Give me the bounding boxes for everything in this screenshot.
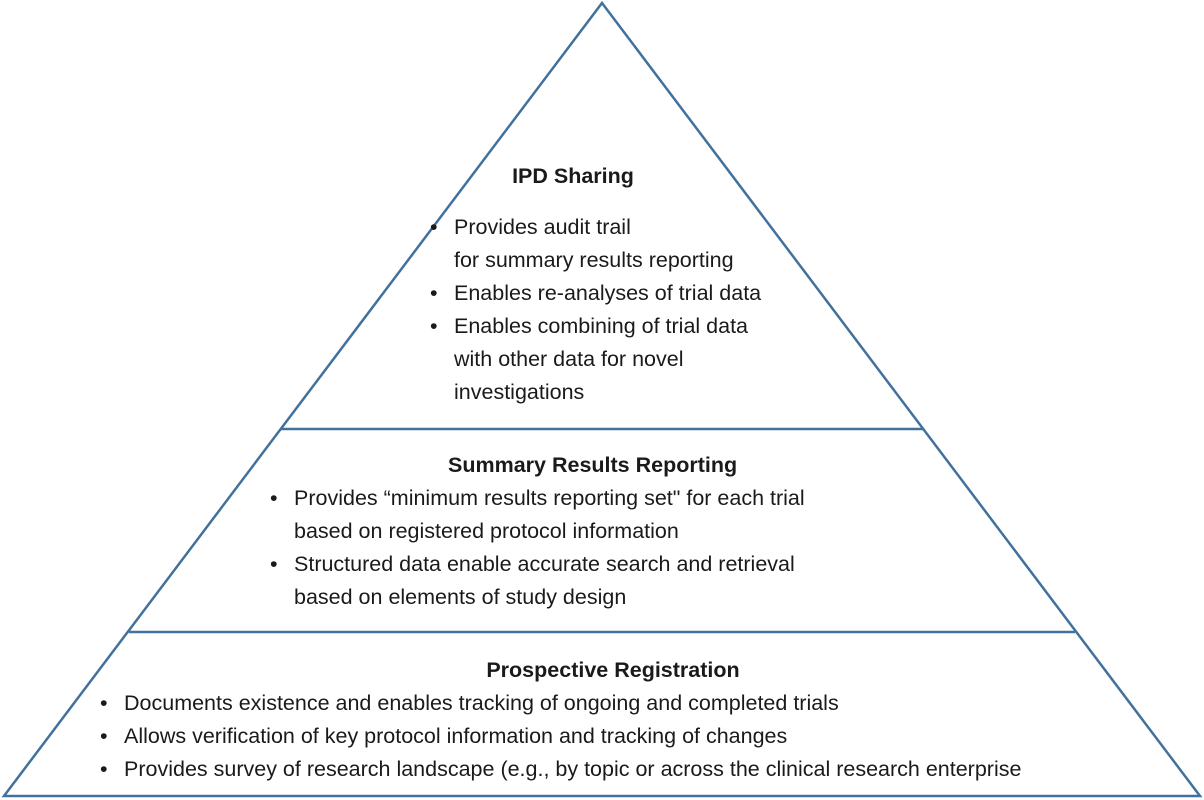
bullet-line: Allows verification of key protocol info… [124,724,788,748]
bullet-list: Documents existence and enables tracking… [98,687,1178,786]
bullet-line: for summary results reporting [454,248,734,272]
bullet-line: based on registered protocol information [294,519,679,543]
bullet-item: Enables combining of trial data with oth… [428,310,848,409]
bullet-item: Provides “minimum results reporting set"… [268,482,928,548]
bullet-line: based on elements of study design [294,585,627,609]
tier-ipd-sharing: IPD Sharing Provides audit trail for sum… [428,160,848,409]
bullet-item: Allows verification of key protocol info… [98,720,1178,753]
bullet-item: Enables re-analyses of trial data [428,277,848,310]
bullet-line: Provides “minimum results reporting set"… [294,486,805,510]
tier-title: Summary Results Reporting [448,453,738,477]
bullet-line: investigations [454,380,585,404]
bullet-item: Structured data enable accurate search a… [268,548,928,614]
bullet-list: Provides audit trail for summary results… [428,211,848,409]
bullet-line: Structured data enable accurate search a… [294,552,795,576]
tier-prospective-registration: Prospective Registration Documents exist… [98,654,1178,786]
bullet-item: Provides audit trail for summary results… [428,211,848,277]
bullet-list: Provides “minimum results reporting set"… [268,482,928,614]
bullet-item: Documents existence and enables tracking… [98,687,1178,720]
bullet-line: Provides audit trail [454,215,631,239]
tier-summary-results-reporting: Summary Results Reporting Provides “mini… [268,449,928,614]
bullet-line: Provides survey of research landscape (e… [124,757,1022,781]
bullet-line: Enables combining of trial data [454,314,749,338]
bullet-item: Provides survey of research landscape (e… [98,753,1178,786]
tier-title: Prospective Registration [486,658,740,682]
bullet-line: Enables re-analyses of trial data [454,281,762,305]
tier-title: IPD Sharing [512,164,634,188]
bullet-line: with other data for novel [454,347,684,371]
bullet-line: Documents existence and enables tracking… [124,691,839,715]
